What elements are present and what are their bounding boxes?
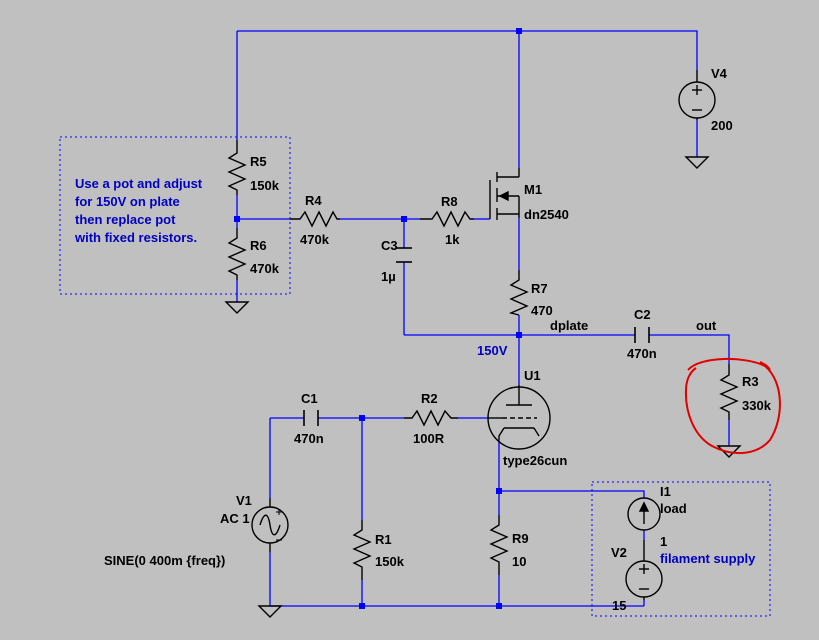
dc-source-v2 <box>625 540 663 600</box>
label-v2-value: 15 <box>612 598 626 613</box>
note-line-1: Use a pot and adjust <box>75 176 203 191</box>
capacitor-c3 <box>396 247 412 263</box>
label-v1-value: AC 1 <box>220 511 250 526</box>
label-r7-value: 470 <box>531 303 553 318</box>
label-i1-num: 1 <box>660 534 667 549</box>
label-i1-value: load <box>660 501 687 516</box>
note-line-2: for 150V on plate <box>75 194 180 209</box>
current-source-i1 <box>627 497 661 531</box>
label-r2-ref: R2 <box>421 391 438 406</box>
label-v2-ref: V2 <box>611 545 627 560</box>
label-r3-ref: R3 <box>742 374 759 389</box>
net-label-plate-voltage: 150V <box>477 343 508 358</box>
label-c2-value: 470n <box>627 346 657 361</box>
ground-icon-v4 <box>684 156 710 169</box>
label-c3-ref: C3 <box>381 238 398 253</box>
label-r5-value: 150k <box>250 178 280 193</box>
dc-source-v4 <box>678 70 716 120</box>
ground-icon-r6 <box>224 301 250 314</box>
resistor-symbols <box>227 140 739 580</box>
triode-u1 <box>487 385 551 450</box>
label-m1-ref: M1 <box>524 182 542 197</box>
label-u1-value: type26cun <box>503 453 567 468</box>
resistor-r7 <box>508 270 529 316</box>
label-c2-ref: C2 <box>634 307 651 322</box>
label-m1-value: dn2540 <box>524 207 569 222</box>
label-c1-value: 470n <box>294 431 324 446</box>
label-c3-value: 1µ <box>381 269 396 284</box>
label-v4-ref: V4 <box>711 66 728 81</box>
label-r6-ref: R6 <box>250 238 267 253</box>
ac-source-v1 <box>251 498 289 552</box>
wires <box>236 30 730 607</box>
label-r8-ref: R8 <box>441 194 458 209</box>
label-r4-value: 470k <box>300 232 330 247</box>
net-label-filament: filament supply <box>660 551 756 566</box>
capacitor-symbols <box>303 247 650 426</box>
label-r6-value: 470k <box>250 261 280 276</box>
resistor-r2 <box>404 409 458 427</box>
label-r9-value: 10 <box>512 554 526 569</box>
label-r5-ref: R5 <box>250 154 267 169</box>
mosfet-m1 <box>489 168 520 220</box>
resistor-r8 <box>420 210 474 228</box>
highlight-circle <box>684 358 781 455</box>
capacitor-c1 <box>303 410 319 426</box>
capacitor-c2 <box>634 327 650 343</box>
note-line-3: then replace pot <box>75 212 176 227</box>
resistor-r4 <box>290 210 340 228</box>
label-r3-value: 330k <box>742 398 772 413</box>
resistor-r3 <box>719 364 739 420</box>
ground-icon-v1 <box>257 605 283 618</box>
label-r7-ref: R7 <box>531 281 548 296</box>
resistor-r5 <box>227 140 247 195</box>
label-i1-ref: I1 <box>660 484 671 499</box>
label-v1-ref: V1 <box>236 493 252 508</box>
resistor-r6 <box>227 228 247 280</box>
filament-box <box>591 481 771 617</box>
label-r2-value: 100R <box>413 431 445 446</box>
label-r4-ref: R4 <box>305 193 322 208</box>
label-r8-value: 1k <box>445 232 460 247</box>
note-line-4: with fixed resistors. <box>74 230 197 245</box>
label-r1-value: 150k <box>375 554 405 569</box>
resistor-r1 <box>352 520 372 580</box>
label-r1-ref: R1 <box>375 532 392 547</box>
junctions <box>234 28 522 609</box>
label-v4-value: 200 <box>711 118 733 133</box>
note-box <box>59 136 291 295</box>
net-label-out: out <box>696 318 717 333</box>
label-r9-ref: R9 <box>512 531 529 546</box>
label-v1-source: SINE(0 400m {freq}) <box>104 553 225 568</box>
net-label-dplate: dplate <box>550 318 588 333</box>
resistor-r9 <box>489 515 509 575</box>
label-u1-ref: U1 <box>524 368 541 383</box>
label-c1-ref: C1 <box>301 391 318 406</box>
